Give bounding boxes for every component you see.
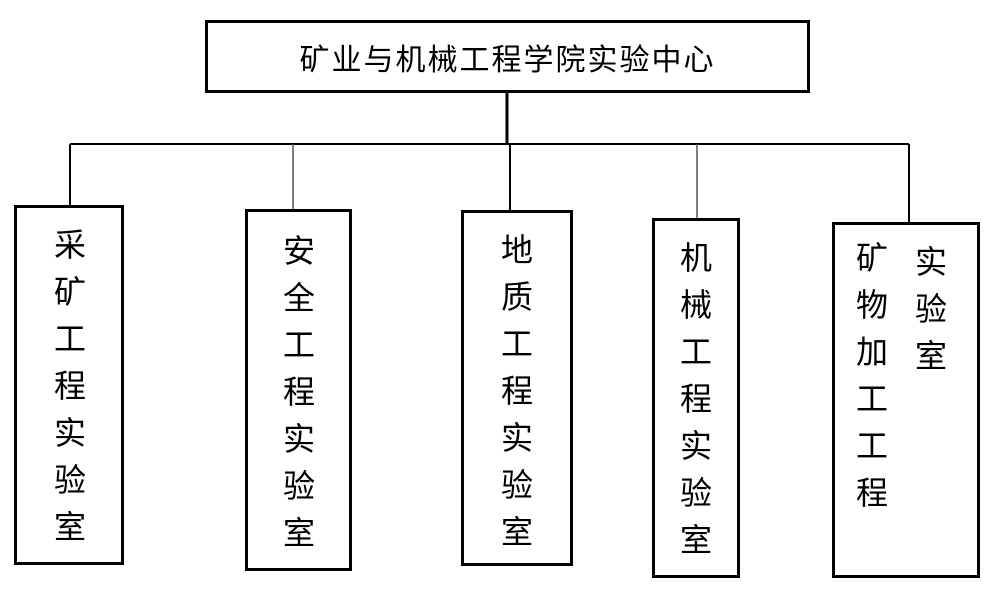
child-node-label: 地质工程实验室 — [500, 231, 533, 551]
child-node-label-col2: 实验室 — [914, 243, 947, 375]
child-node-mechanical-lab: 机械工程实验室 — [652, 218, 740, 578]
child-node-geology-lab: 地质工程实验室 — [461, 210, 573, 566]
child-node-label: 安全工程实验室 — [282, 232, 315, 552]
child-node-label: 采矿工程实验室 — [53, 226, 86, 546]
child-node-safety-lab: 安全工程实验室 — [245, 209, 352, 571]
root-node-label: 矿业与机械工程学院实验中心 — [299, 42, 716, 78]
child-node-mining-lab: 采矿工程实验室 — [14, 205, 124, 565]
child-node-label-col1: 矿物加工工程 — [855, 239, 888, 512]
child-node-mineral-processing-lab: 矿物加工工程 实验室 — [832, 222, 980, 578]
child-node-label: 机械工程实验室 — [679, 239, 712, 559]
root-node: 矿业与机械工程学院实验中心 — [205, 20, 810, 93]
